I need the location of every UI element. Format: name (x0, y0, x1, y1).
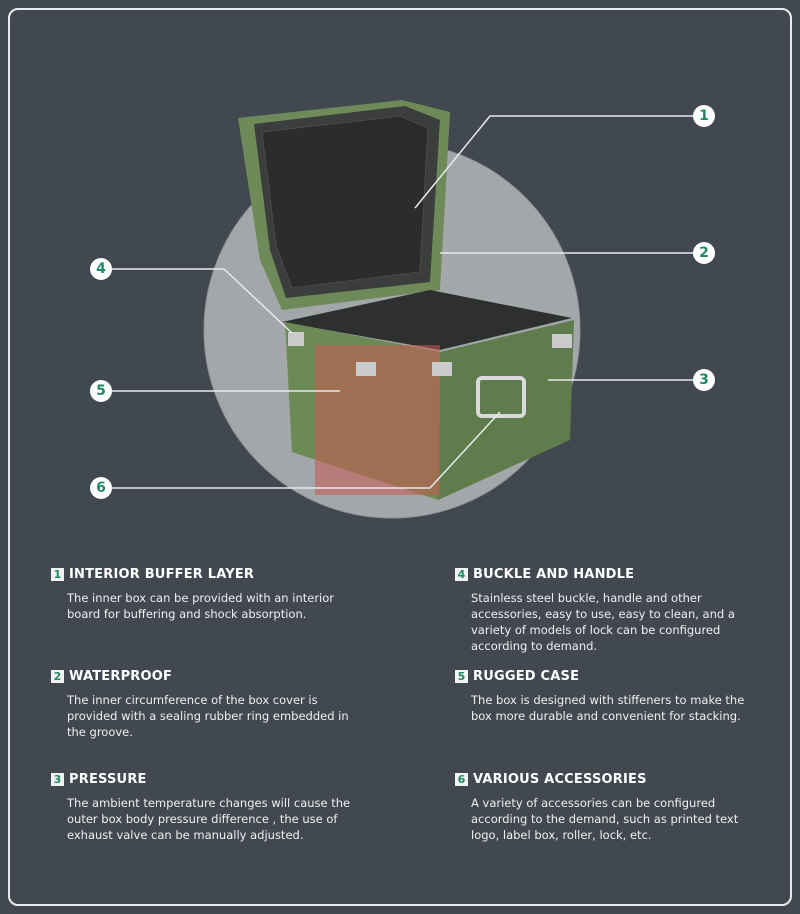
logo-watermark (315, 345, 440, 495)
border-frame (8, 8, 792, 906)
buckle-icon (552, 334, 572, 348)
feature-title: WATERPROOF (69, 669, 173, 684)
callout-6: 6 (90, 477, 112, 499)
feature-title: VARIOUS ACCESSORIES (473, 772, 647, 787)
case-interior (282, 290, 572, 350)
leader-lines (112, 115, 694, 489)
case-lid (238, 100, 450, 310)
case-body (285, 320, 574, 500)
feature-number: 5 (455, 670, 468, 683)
feature-number: 4 (455, 568, 468, 581)
callout-5: 5 (90, 380, 112, 402)
feature-various-accessories: 6 VARIOUS ACCESSORIES A variety of access… (455, 772, 755, 843)
callout-1: 1 (693, 105, 715, 127)
feature-number: 3 (51, 773, 64, 786)
feature-title: PRESSURE (69, 772, 147, 787)
callout-4: 4 (90, 258, 112, 280)
feature-text: The inner circumference of the box cover… (67, 693, 349, 739)
feature-number: 2 (51, 670, 64, 683)
buckle-icon (432, 362, 452, 376)
feature-number: 6 (455, 773, 468, 786)
handle-icon (476, 376, 526, 418)
feature-rugged-case: 5 RUGGED CASE The box is designed with st… (455, 669, 755, 724)
buckle-icon (356, 362, 376, 376)
feature-pressure: 3 PRESSURE The ambient temperature change… (51, 772, 351, 843)
callout-3: 3 (693, 369, 715, 391)
feature-waterproof: 2 WATERPROOF The inner circumference of t… (51, 669, 351, 740)
feature-number: 1 (51, 568, 64, 581)
feature-title: BUCKLE AND HANDLE (473, 567, 635, 582)
feature-title: INTERIOR BUFFER LAYER (69, 567, 255, 582)
feature-buckle-and-handle: 4 BUCKLE AND HANDLE Stainless steel buckl… (455, 567, 755, 654)
feature-title: RUGGED CASE (473, 669, 580, 684)
feature-text: A variety of accessories can be configur… (471, 796, 739, 842)
callout-2: 2 (693, 242, 715, 264)
feature-text: The inner box can be provided with an in… (67, 591, 335, 621)
feature-text: Stainless steel buckle, handle and other… (471, 591, 735, 653)
feature-text: The ambient temperature changes will cau… (67, 796, 351, 842)
feature-text: The box is designed with stiffeners to m… (471, 693, 745, 723)
buckle-icon (288, 332, 304, 346)
feature-interior-buffer-layer: 1 INTERIOR BUFFER LAYER The inner box can… (51, 567, 351, 622)
